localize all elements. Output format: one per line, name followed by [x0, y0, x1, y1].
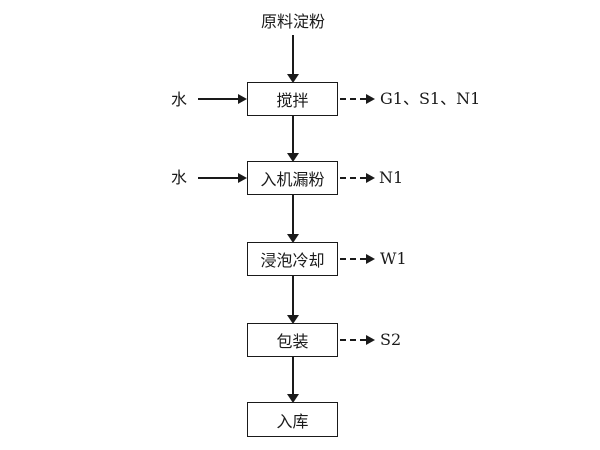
node-mixing: 搅拌 — [247, 82, 338, 116]
dashed-arrow-soaking-output — [340, 254, 375, 264]
output-label-leaking: N1 — [379, 168, 404, 187]
dashed-arrow-leaking-output — [340, 173, 375, 183]
arrow-water-to-mixing — [198, 94, 247, 104]
dashed-arrow-packing-output — [340, 335, 375, 345]
source-label: 原料淀粉 — [260, 12, 326, 31]
arrow-packing-to-storage — [287, 357, 299, 403]
node-packing: 包装 — [247, 323, 338, 357]
node-storage: 入库 — [247, 402, 338, 437]
output-label-soaking: W1 — [380, 249, 407, 268]
arrow-soaking-to-packing — [287, 276, 299, 324]
output-label-packing: S2 — [380, 330, 402, 349]
arrow-source-to-mixing — [287, 35, 299, 83]
arrow-leaking-to-soaking — [287, 195, 299, 243]
input-water-label-1: 水 — [170, 90, 188, 109]
arrow-mixing-to-leaking — [287, 116, 299, 162]
input-water-label-2: 水 — [170, 168, 188, 187]
node-soaking-cooling: 浸泡冷却 — [247, 242, 338, 276]
arrow-water-to-leaking — [198, 173, 247, 183]
node-leaking: 入机漏粉 — [247, 161, 338, 195]
output-label-mixing: G1、S1、N1 — [380, 89, 481, 108]
dashed-arrow-mixing-output — [340, 94, 375, 104]
